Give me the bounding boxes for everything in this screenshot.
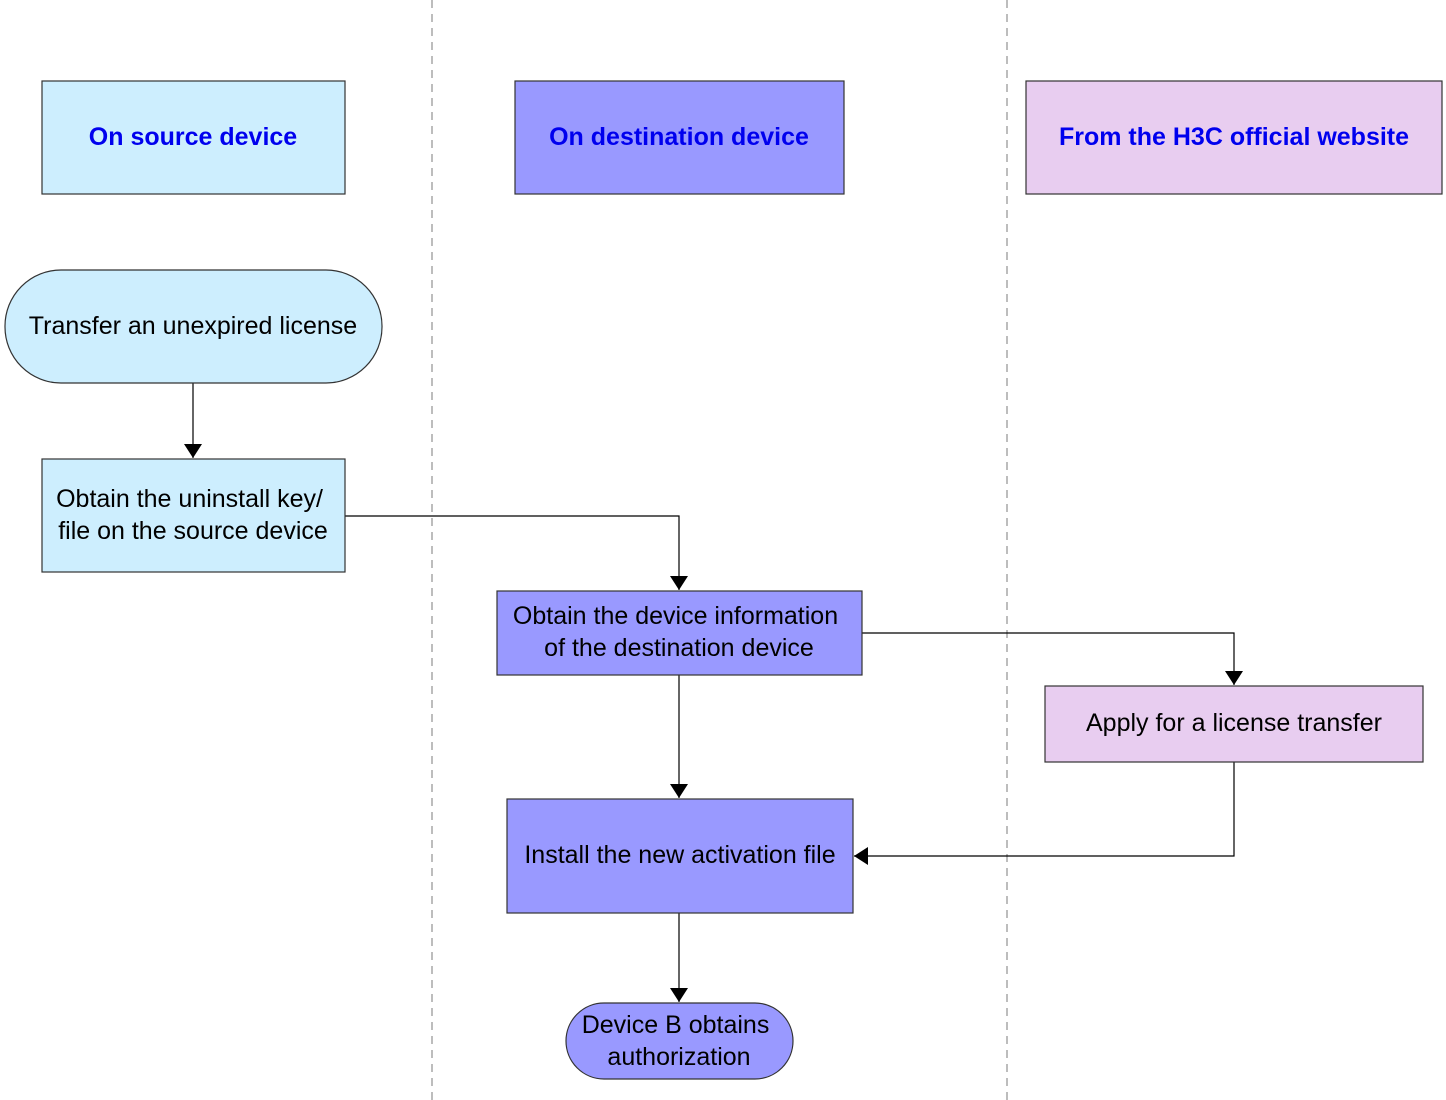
edge-uninstall-to-device-info xyxy=(345,515,688,590)
node-device-info: Obtain the device information of the des… xyxy=(496,590,863,676)
node-start-line-1: Transfer an unexpired license xyxy=(29,312,357,340)
node-device-info-text: Obtain the device information of the des… xyxy=(513,602,845,662)
lane-header-source-box xyxy=(41,80,346,195)
edge-device-info-to-apply xyxy=(862,632,1243,685)
node-install-text: Install the new activation file xyxy=(524,841,835,869)
node-end-line-2: authorization xyxy=(607,1043,750,1071)
lane-header-destination: On destination device xyxy=(514,80,845,195)
node-uninstall-line-2: file on the source device xyxy=(58,517,328,545)
node-uninstall-line-1: Obtain the uninstall key/ xyxy=(56,485,323,513)
node-apply-shape xyxy=(1044,685,1424,763)
node-start-shape xyxy=(4,269,383,384)
lane-header-website-label: From the H3C official website xyxy=(1059,123,1409,151)
node-start-text: Transfer an unexpired license xyxy=(29,312,357,340)
lane-header-website-box xyxy=(1025,80,1443,195)
node-end-shape xyxy=(565,1002,794,1080)
node-end-line-1: Device B obtains xyxy=(582,1011,770,1039)
node-apply-line-1: Apply for a license transfer xyxy=(1086,709,1382,737)
node-end-text: Device B obtains authorization xyxy=(582,1011,777,1071)
node-device-info-line-2: of the destination device xyxy=(544,634,814,662)
node-install-shape xyxy=(506,798,854,914)
node-uninstall-shape xyxy=(41,458,346,573)
node-uninstall: Obtain the uninstall key/ file on the so… xyxy=(41,458,346,573)
lane-header-source-label: On source device xyxy=(89,123,298,151)
lane-header-source: On source device xyxy=(41,80,346,195)
node-apply: Apply for a license transfer xyxy=(1044,685,1424,763)
node-install-line-1: Install the new activation file xyxy=(524,841,835,869)
edge-apply-to-install xyxy=(854,762,1235,865)
node-install: Install the new activation file xyxy=(506,798,854,914)
node-device-info-line-1: Obtain the device information xyxy=(513,602,838,630)
node-device-info-shape xyxy=(496,590,863,676)
node-end: Device B obtains authorization xyxy=(565,1002,794,1080)
node-apply-text: Apply for a license transfer xyxy=(1086,709,1382,737)
node-start: Transfer an unexpired license xyxy=(4,269,383,384)
node-uninstall-text: Obtain the uninstall key/ file on the so… xyxy=(56,485,330,545)
lane-header-website: From the H3C official website xyxy=(1025,80,1443,195)
lane-header-destination-label: On destination device xyxy=(549,123,809,151)
lane-header-destination-box xyxy=(514,80,845,195)
